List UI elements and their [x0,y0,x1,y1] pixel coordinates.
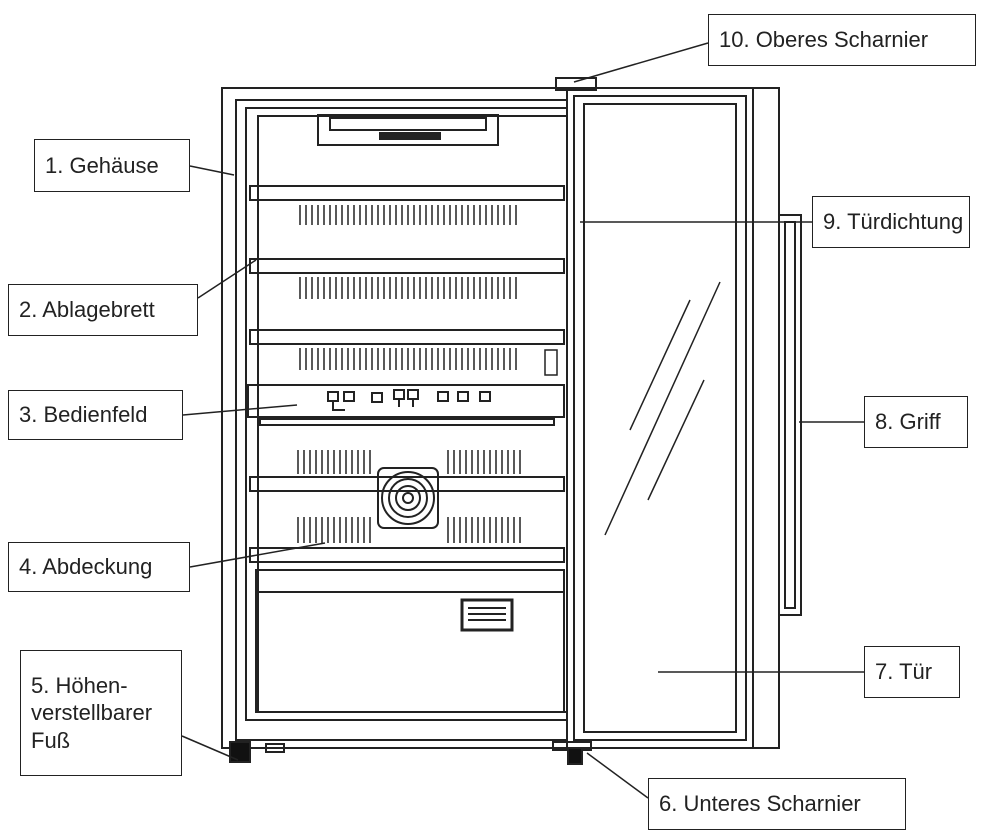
fan [377,467,439,529]
label-griff: 8. Griff [864,396,968,448]
control-panel [247,384,565,426]
shelves [249,185,565,563]
label-tuer: 7. Tür [864,646,960,698]
leader-lines [181,42,864,799]
vent-grille-2 [299,277,517,299]
label-gehaeuse: 1. Gehäuse [34,139,190,192]
hinges [552,77,597,765]
door [566,87,780,749]
label-hoehenverstellbarer-fuss: 5. Höhen- verstellbarer Fuß [20,650,182,776]
handle [778,214,802,616]
vent-grille-3 [299,348,558,376]
label-oberes-scharnier: 10. Oberes Scharnier [708,14,976,66]
label-tuerdichtung: 9. Türdichtung [812,196,970,248]
label-fuss-line-3: Fuß [31,727,71,753]
label-bedienfeld: 3. Bedienfeld [8,390,183,440]
vent-grille-lower-left [297,450,371,543]
vent-grille-lower-right [447,450,521,543]
bottom-compartment [255,569,565,713]
vent-grille-1 [299,205,517,225]
top-unit [317,114,499,146]
label-abdeckung: 4. Abdeckung [8,542,190,592]
label-unteres-scharnier: 6. Unteres Scharnier [648,778,906,830]
label-fuss-line-2: verstellbarer [31,700,153,726]
label-ablagebrett: 2. Ablagebrett [8,284,198,336]
feet [229,741,285,763]
label-fuss-line-1: 5. Höhen- [31,672,128,698]
